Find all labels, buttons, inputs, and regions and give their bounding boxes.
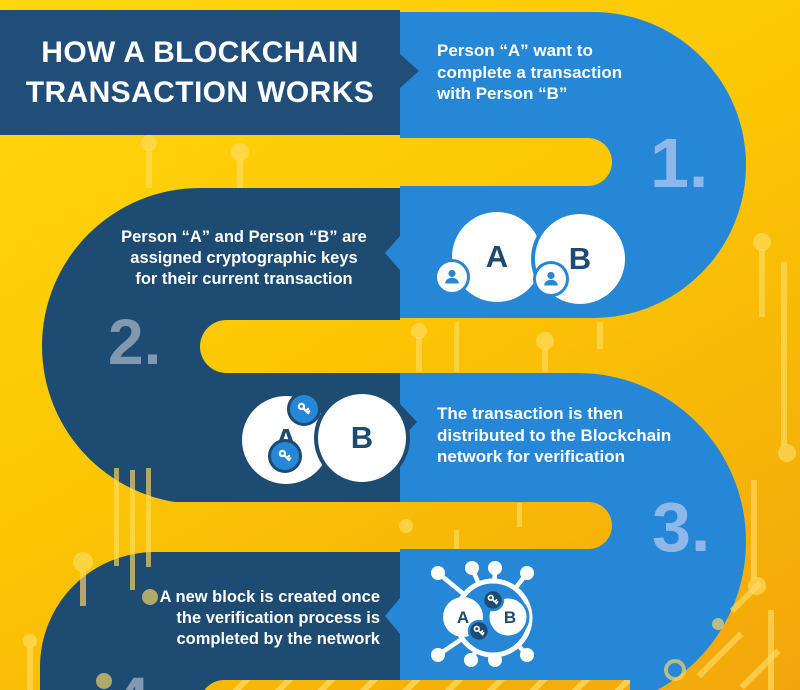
step-4-icon-network: A B	[413, 538, 573, 690]
circuit-trace-line	[146, 149, 152, 188]
circuit-trace-dot	[411, 323, 427, 339]
step-4-line-3: completed by the network	[176, 630, 380, 648]
network-a-label: A	[457, 608, 469, 627]
circuit-trace-line	[751, 480, 757, 579]
circuit-trace-dot	[96, 673, 112, 689]
circuit-trace-line	[454, 530, 459, 549]
key-b-label: B	[350, 420, 374, 455]
flow-gap-2	[200, 320, 800, 373]
circuit-trace-dot	[536, 332, 554, 350]
circuit-trace-line	[454, 322, 459, 372]
step-2-text: Person “A” and Person “B” are assigned c…	[116, 227, 372, 290]
step-2-line-2: assigned cryptographic keys	[130, 249, 358, 267]
person-a-circle: A	[452, 212, 542, 302]
step-1-line-1: Person “A” want to	[437, 41, 593, 60]
circuit-trace-dot	[753, 233, 771, 251]
circuit-trace-line	[542, 348, 548, 372]
circuit-trace-ring	[664, 659, 686, 681]
step-4-text: A new block is created once the verifica…	[146, 587, 380, 650]
step-2-icon-persons: A B	[434, 212, 632, 324]
step-1-line-3: with Person “B”	[437, 84, 568, 103]
circuit-trace-dot	[141, 135, 157, 151]
title-card: HOW A BLOCKCHAIN TRANSACTION WORKS	[0, 10, 400, 135]
flow-band-step4	[40, 552, 400, 690]
circuit-trace-line	[114, 468, 119, 566]
title-line-2: TRANSACTION WORKS	[25, 75, 375, 109]
circuit-trace-dot	[778, 444, 796, 462]
person-a-label: A	[485, 239, 509, 274]
circuit-trace-dot	[399, 519, 413, 533]
key-icon	[287, 392, 321, 426]
person-b-avatar-icon	[533, 261, 569, 297]
flow-gap-1	[0, 138, 612, 186]
circuit-trace-line	[146, 468, 151, 567]
step-3-line-2: distributed to the Blockchain	[437, 425, 672, 445]
person-b-label: B	[568, 241, 592, 276]
step-2-number: 2.	[108, 306, 162, 378]
circuit-trace-line	[781, 262, 787, 446]
flow-arrow-step4	[385, 598, 400, 634]
step-3-icon-keys: A B	[242, 392, 412, 496]
step-3-line-3: network for verification	[437, 447, 625, 466]
step-3-line-1: The transaction is then	[437, 404, 624, 423]
step-2-line-3: for their current transaction	[135, 270, 353, 288]
circuit-trace-line	[759, 249, 765, 317]
flow-gap-4	[200, 680, 630, 690]
flow-arrow-step2	[385, 236, 400, 270]
person-a-avatar-icon	[434, 259, 470, 295]
step-4-line-2: the verification process is	[176, 609, 380, 627]
step-2-line-1: Person “A” and Person “B” are	[121, 228, 367, 246]
circuit-trace-dot	[23, 634, 37, 648]
circuit-trace-line	[416, 337, 422, 372]
key-icon	[268, 439, 302, 473]
circuit-trace-line	[130, 470, 135, 590]
step-4-line-1: A new block is created once	[159, 588, 380, 606]
key-b-circle: B	[318, 394, 406, 482]
circuit-trace-line	[597, 322, 603, 349]
circuit-trace-line	[80, 570, 86, 606]
circuit-trace-line	[768, 610, 774, 690]
key-icon	[487, 594, 499, 605]
circuit-trace-dot	[231, 143, 249, 161]
circuit-trace-line	[27, 646, 33, 690]
title-line-1: HOW A BLOCKCHAIN	[41, 35, 359, 69]
step-4-number: 4.	[114, 668, 167, 690]
flow-arrow-step1	[400, 54, 419, 88]
circuit-trace-line	[517, 503, 522, 527]
network-b-label: B	[504, 608, 516, 627]
circuit-trace-dot	[73, 552, 93, 572]
step-1-line-2: complete a transaction	[437, 62, 623, 82]
key-icon	[473, 625, 485, 636]
circuit-trace-diagonal	[739, 648, 781, 690]
circuit-trace-dot	[712, 618, 724, 630]
step-1-text: Person “A” want to complete a transactio…	[437, 40, 622, 105]
step-1-number: 1.	[650, 124, 709, 202]
circuit-trace-line	[237, 159, 243, 188]
step-3-number: 3.	[652, 488, 711, 566]
step-3-text: The transaction is then distributed to t…	[437, 403, 671, 468]
circuit-trace-dot	[142, 589, 158, 605]
flow-gap-3	[0, 502, 612, 549]
